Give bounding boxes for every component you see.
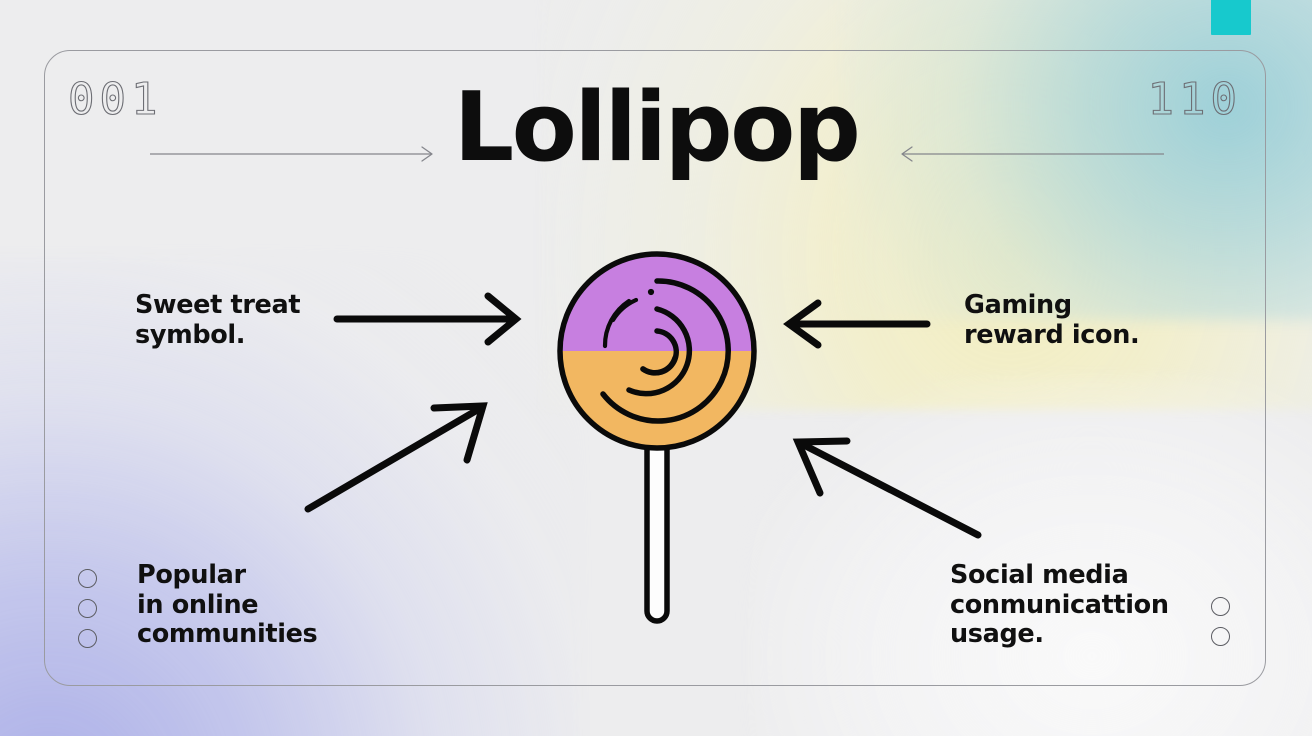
callout-social-media: Social media conmunicattion usage.	[950, 560, 1169, 650]
bullet-circle-icon	[78, 569, 97, 588]
corner-code-left: 001	[67, 74, 163, 125]
background-glow-lavender	[0, 256, 580, 736]
bullet-circle-icon	[1211, 627, 1230, 646]
accent-chip	[1211, 0, 1251, 35]
lollipop-highlight-icon	[602, 288, 655, 349]
title-arrow-left-icon	[150, 146, 433, 162]
bullet-circle-icon	[78, 629, 97, 648]
background-glow-white	[752, 376, 1312, 736]
arrow-to-lollipop-from-gaming-icon	[783, 299, 931, 349]
callout-sweet-treat: Sweet treat symbol.	[135, 290, 301, 350]
arrow-to-lollipop-from-sweet-icon	[333, 292, 522, 346]
callout-popular-online: Popular in online communities	[137, 560, 318, 650]
bullet-group-right	[1211, 597, 1230, 646]
title-arrow-right-icon	[901, 146, 1164, 162]
lollipop-stick	[644, 425, 670, 624]
arrow-to-lollipop-from-social-icon	[792, 437, 982, 539]
background-glow-teal	[842, 0, 1312, 320]
corner-code-right: 110	[1147, 74, 1242, 125]
bullet-circle-icon	[1211, 597, 1230, 616]
bullet-group-left	[78, 569, 97, 648]
page-title: Lollipop	[453, 73, 861, 183]
bullet-circle-icon	[78, 599, 97, 618]
lollipop-spiral-lines	[557, 251, 757, 451]
title-row: Lollipop	[0, 74, 1312, 198]
lollipop-illustration	[557, 251, 757, 624]
arrow-to-lollipop-from-popular-icon	[304, 402, 488, 513]
callout-gaming-reward: Gaming reward icon.	[964, 290, 1140, 350]
